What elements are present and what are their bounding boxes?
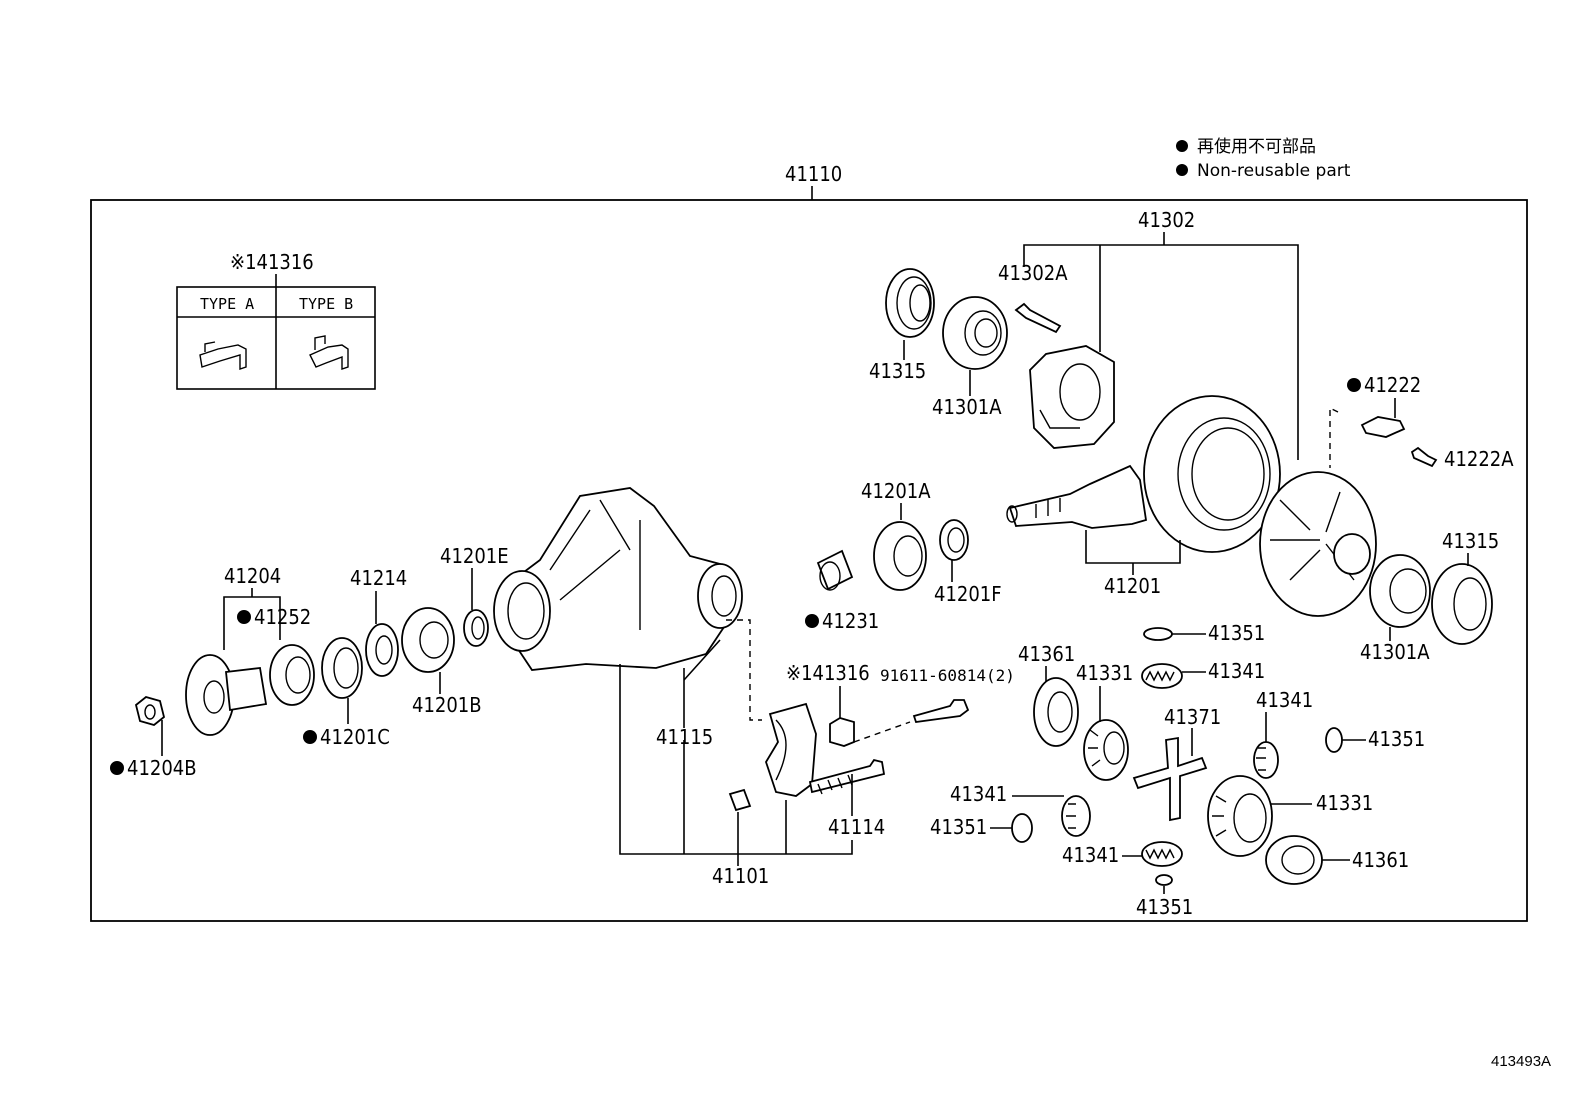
washer-41351-top (1143, 627, 1173, 641)
bolt-91611 (912, 699, 970, 723)
stud-bolt-41114 (808, 758, 886, 794)
label-41301A-right: 41301A (1360, 640, 1430, 664)
bearing-cap (765, 702, 817, 797)
differential-case-half (1029, 345, 1115, 449)
label-41101: 41101 (712, 864, 769, 888)
dowel-pin (728, 788, 752, 812)
thrust-washer-41361-top (1033, 677, 1079, 747)
side-gear-41331-top (1083, 719, 1129, 781)
non-reusable-dot-icon (1347, 378, 1361, 392)
label-41351-d: 41351 (1136, 895, 1193, 919)
thrust-washer-41361-bottom (1265, 835, 1323, 885)
label-41252: 41252 (254, 605, 311, 629)
label-41331-top: 41331 (1076, 661, 1133, 685)
bolt-spec-label: 91611-60814(2) (880, 666, 1015, 685)
label-41201C: 41201C (320, 725, 390, 749)
differential-case (1259, 471, 1377, 617)
drive-pinion (1006, 464, 1148, 529)
label-41351-c: 41351 (930, 815, 987, 839)
ring-gear (1143, 395, 1281, 553)
label-41204B: 41204B (127, 756, 197, 780)
label-41371: 41371 (1164, 705, 1221, 729)
clip-41316 (829, 717, 855, 747)
bearing-41201B (401, 607, 455, 673)
deflector-41252 (269, 644, 315, 706)
plate-41222 (1360, 416, 1406, 438)
reference-code: 413493A (1491, 1053, 1551, 1070)
side-gear-41331-bottom (1207, 775, 1273, 857)
oil-seal-41201C (321, 637, 363, 699)
bearing-race-41315-right (1431, 563, 1493, 645)
pinion-gear-41341-bottom (1141, 841, 1183, 867)
non-reusable-dot-icon (110, 761, 124, 775)
legend-english: Non-reusable part (1197, 161, 1351, 181)
washer-41351-right (1325, 727, 1343, 753)
assembly-number-label: 41110 (785, 162, 842, 186)
label-41316-mid: ※141316 (786, 661, 870, 685)
dashed-leader (853, 721, 911, 743)
bearing-41301A-right (1369, 554, 1431, 628)
non-reusable-dot-icon (805, 614, 819, 628)
legend-japanese: 再使用不可部品 (1197, 136, 1316, 157)
label-41315-right: 41315 (1442, 529, 1499, 553)
bearing-41301A-top (942, 296, 1008, 370)
label-41231: 41231 (822, 609, 879, 633)
label-41222A: 41222A (1444, 447, 1514, 471)
non-reusable-dot-icon (1176, 164, 1188, 176)
washer-41351-left (1011, 813, 1033, 843)
pinion-gear-41341-top (1141, 663, 1183, 689)
label-41201E: 41201E (440, 544, 509, 568)
label-41302A: 41302A (998, 261, 1068, 285)
label-41301A-top: 41301A (932, 395, 1002, 419)
type-box: ※141316 TYPE A TYPE B (176, 250, 376, 390)
label-41361-top: 41361 (1018, 642, 1075, 666)
dashed-leader (1329, 406, 1339, 468)
bolt-41222A (1410, 446, 1438, 468)
shim-41201E (463, 609, 489, 647)
carrier-housing (493, 487, 743, 671)
non-reusable-dot-icon (237, 610, 251, 624)
label-41204: 41204 (224, 564, 281, 588)
label-41341-c: 41341 (950, 782, 1007, 806)
shim-41201F (939, 519, 969, 561)
label-41302: 41302 (1138, 208, 1195, 232)
clip-type-b-icon (309, 335, 349, 370)
label-41214: 41214 (350, 566, 407, 590)
spacer-41231 (816, 549, 854, 591)
label-41351-a: 41351 (1208, 621, 1265, 645)
dashed-leader (726, 619, 762, 721)
label-41222: 41222 (1364, 373, 1421, 397)
bolt-41302A (1014, 302, 1062, 334)
pinion-shaft-41371 (1132, 736, 1208, 822)
bearing-race-41315-top (885, 268, 935, 338)
label-41201: 41201 (1104, 574, 1161, 598)
companion-flange (185, 654, 268, 736)
pinion-gear-41341-right (1253, 741, 1279, 779)
label-41201B: 41201B (412, 693, 482, 717)
clip-type-a-icon (199, 341, 247, 370)
label-41201F: 41201F (934, 582, 1002, 606)
pinion-gear-41341-left (1061, 795, 1091, 837)
type-a-label: TYPE A (200, 295, 254, 313)
assembly-frame (90, 199, 1528, 922)
label-41361-bottom: 41361 (1352, 848, 1409, 872)
nut-41204B (134, 696, 166, 726)
label-41341-d: 41341 (1062, 843, 1119, 867)
label-41341-a: 41341 (1208, 659, 1265, 683)
type-b-label: TYPE B (299, 295, 353, 313)
label-41114: 41114 (828, 815, 885, 839)
non-reusable-dot-icon (1176, 140, 1188, 152)
label-41341-b: 41341 (1256, 688, 1313, 712)
non-reusable-dot-icon (303, 730, 317, 744)
legend: 再使用不可部品 Non-reusable part (1176, 136, 1351, 181)
label-41315-top: 41315 (869, 359, 926, 383)
label-41331-bottom: 41331 (1316, 791, 1373, 815)
label-41201A: 41201A (861, 479, 931, 503)
label-41351-b: 41351 (1368, 727, 1425, 751)
bearing-41201A (873, 521, 927, 591)
type-box-title: ※141316 (230, 250, 314, 274)
washer-41351-bottom (1155, 874, 1173, 886)
washer-41214 (365, 623, 399, 677)
